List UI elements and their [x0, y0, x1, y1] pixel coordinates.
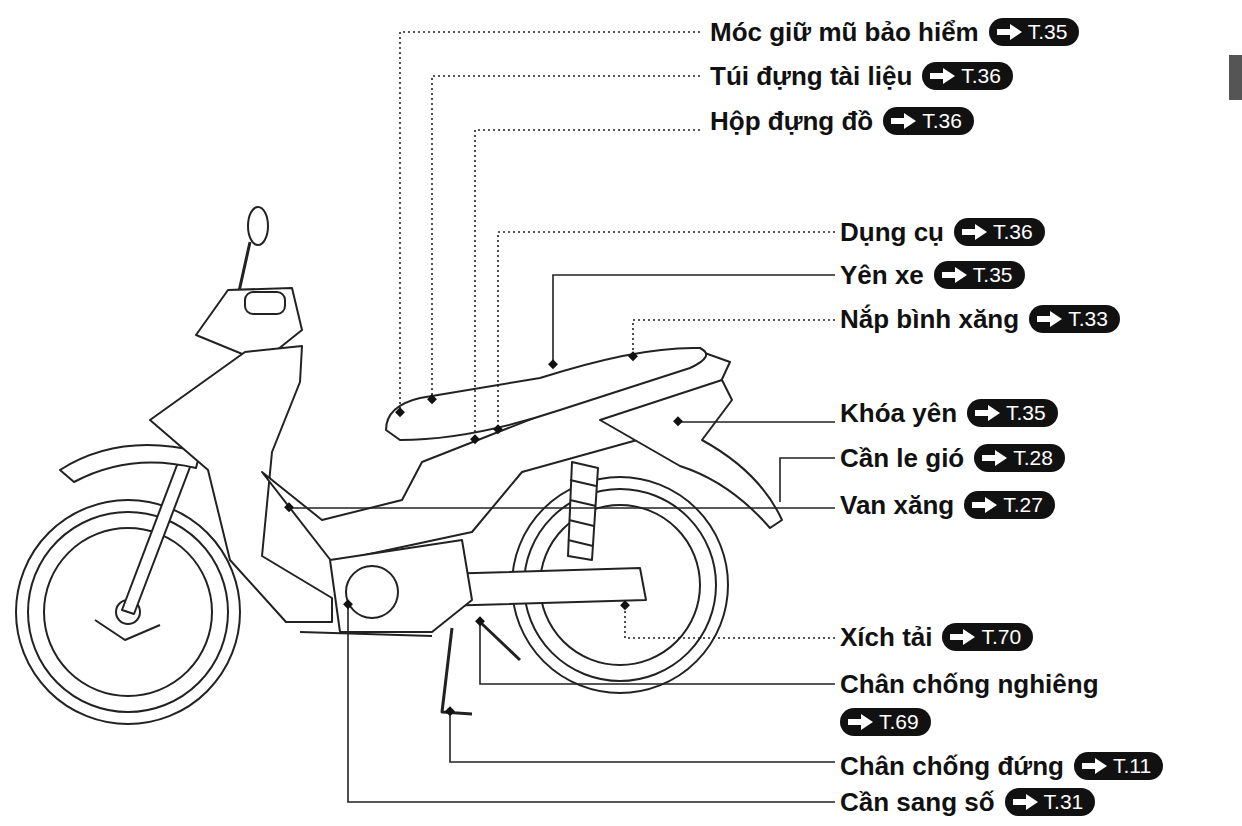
- arrow-icon: [997, 24, 1022, 40]
- arrow-icon: [962, 224, 987, 240]
- page-ref: T.33: [1068, 307, 1108, 331]
- arrow-icon: [1037, 311, 1062, 327]
- page-ref-badge: T.36: [954, 218, 1045, 246]
- arrow-icon: [1082, 758, 1107, 774]
- page-ref: T.28: [1013, 446, 1053, 470]
- arrow-icon: [1034, 310, 1064, 328]
- arrow-icon: [1079, 757, 1109, 775]
- arrow-icon: [888, 112, 918, 130]
- arrow-icon: [959, 223, 989, 241]
- page-ref-badge: T.69: [840, 708, 931, 736]
- page-ref: T.35: [973, 263, 1013, 287]
- arrow-icon: [927, 67, 957, 85]
- leader-lines: [289, 32, 835, 802]
- arrow-icon: [1010, 793, 1040, 811]
- page-ref: T.36: [961, 64, 1001, 88]
- page-ref-badge: T.33: [1029, 305, 1120, 333]
- page-ref: T.69: [879, 710, 919, 734]
- part-label: Chân chống đứng: [840, 751, 1064, 781]
- arrow-icon: [994, 23, 1024, 41]
- arrow-icon: [982, 450, 1007, 466]
- page-ref: T.35: [1028, 20, 1068, 44]
- section-tab: [1229, 55, 1242, 100]
- part-label: Chân chống nghiêng: [840, 669, 1099, 699]
- page-ref-badge: T.28: [974, 444, 1065, 472]
- page-ref-badge: T.36: [883, 107, 974, 135]
- page-ref: T.70: [981, 625, 1021, 649]
- page-ref: T.36: [922, 109, 962, 133]
- page-ref-badge: T.35: [934, 261, 1025, 289]
- part-label: Yên xe: [840, 260, 924, 290]
- part-label: Móc giữ mũ bảo hiểm: [710, 17, 979, 47]
- page-ref: T.31: [1044, 790, 1084, 814]
- page-ref-badge: T.70: [942, 623, 1033, 651]
- page-ref-badge: T.36: [922, 62, 1013, 90]
- arrow-icon: [942, 267, 967, 283]
- part-label: Xích tải: [840, 622, 932, 652]
- arrow-icon: [891, 113, 916, 129]
- page-ref-badge: T.35: [989, 18, 1080, 46]
- part-label: Dụng cụ: [840, 217, 944, 247]
- part-label: Túi đựng tài liệu: [710, 61, 912, 91]
- arrow-icon: [947, 628, 977, 646]
- page-ref: T.11: [1113, 754, 1151, 778]
- page-ref: T.35: [1006, 401, 1046, 425]
- page-ref-badge: T.35: [967, 399, 1058, 427]
- motorcycle: [16, 207, 782, 724]
- page-ref-badge: T.27: [964, 491, 1055, 519]
- arrow-icon: [845, 713, 875, 731]
- arrow-icon: [979, 449, 1009, 467]
- part-label: Cần sang số: [840, 787, 995, 817]
- arrow-icon: [972, 404, 1002, 422]
- page-ref-badge: T.31: [1005, 788, 1096, 816]
- arrow-icon: [972, 497, 997, 513]
- part-label: Khóa yên: [840, 398, 957, 428]
- page-ref-badge: T.11: [1074, 752, 1163, 780]
- arrow-icon: [939, 266, 969, 284]
- arrow-icon: [848, 714, 873, 730]
- page-ref: T.36: [993, 220, 1033, 244]
- page-ref: T.27: [1003, 493, 1043, 517]
- leader-dots: [284, 351, 683, 716]
- part-label: Cần le gió: [840, 443, 964, 473]
- part-label: Van xăng: [840, 490, 954, 520]
- part-label: Hộp đựng đồ: [710, 106, 873, 136]
- part-label: Nắp bình xăng: [840, 304, 1019, 334]
- arrow-icon: [930, 68, 955, 84]
- arrow-icon: [1013, 794, 1038, 810]
- arrow-icon: [969, 496, 999, 514]
- arrow-icon: [975, 405, 1000, 421]
- arrow-icon: [950, 629, 975, 645]
